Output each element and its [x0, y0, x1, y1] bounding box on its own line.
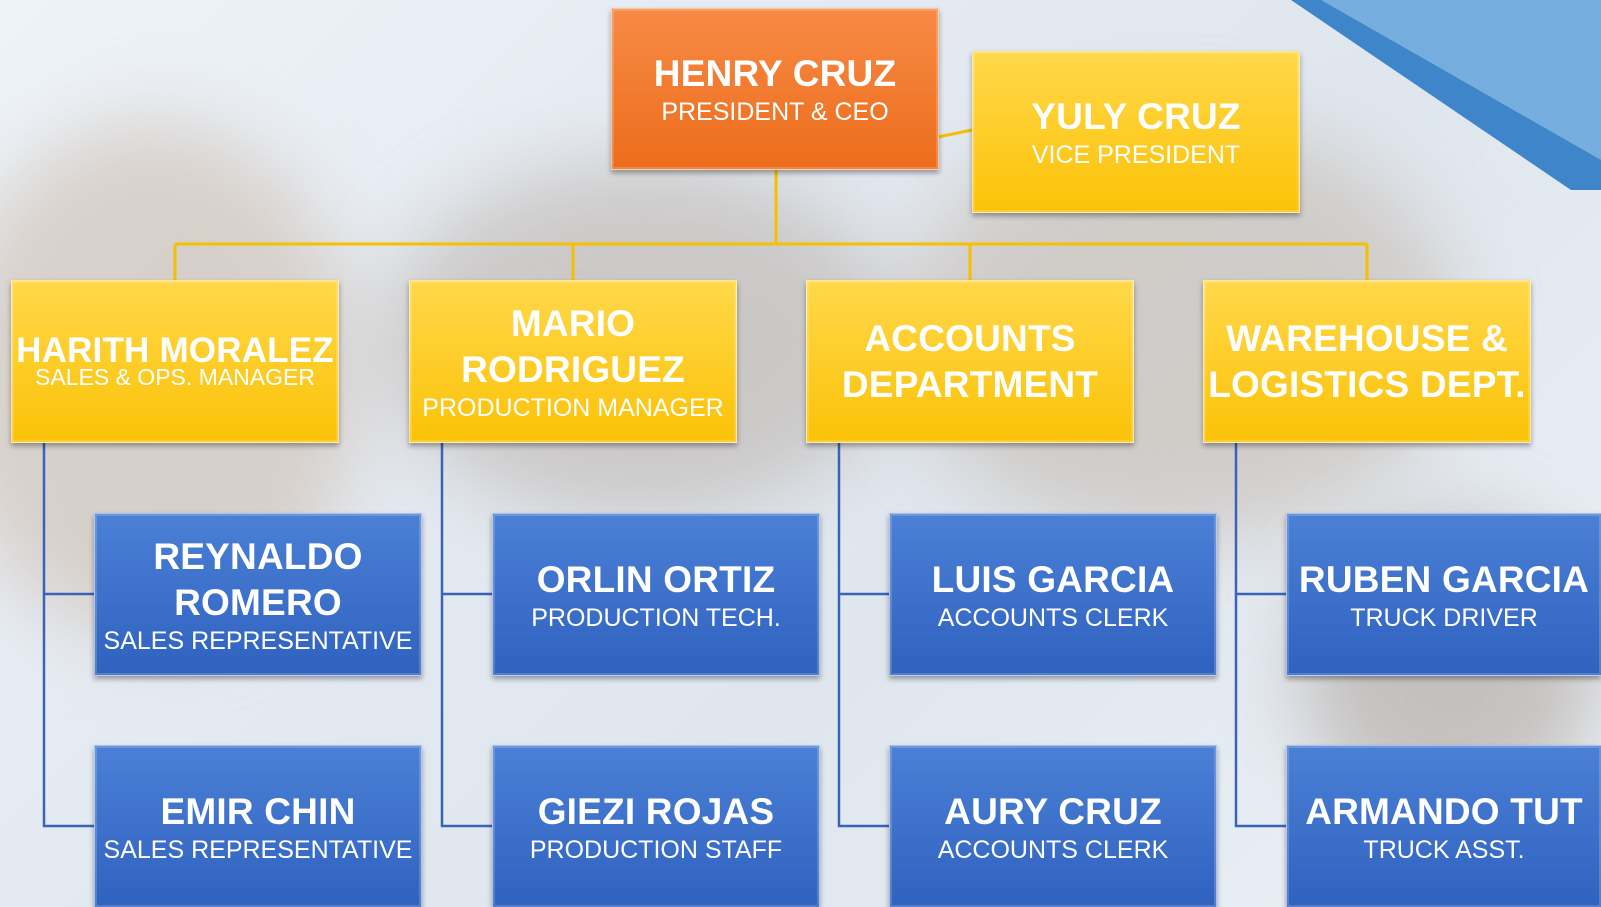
- node-accounts-department: ACCOUNTS DEPARTMENT: [806, 280, 1134, 443]
- node-production-tech: ORLIN ORTIZ PRODUCTION TECH.: [492, 513, 820, 676]
- node-name-line1: REYNALDO: [153, 535, 363, 577]
- node-role: PRODUCTION MANAGER: [422, 393, 724, 422]
- corner-decoration: [1291, 0, 1601, 190]
- node-role: VICE PRESIDENT: [1031, 141, 1241, 169]
- node-name: AURY CRUZ: [944, 790, 1162, 832]
- node-role: ACCOUNTS CLERK: [937, 835, 1169, 864]
- node-sales-ops-manager: HARITH MORALEZ SALES & OPS. MANAGER: [11, 280, 339, 443]
- node-role: PRODUCTION TECH.: [531, 603, 781, 632]
- node-role: PRESIDENT & CEO: [661, 98, 889, 126]
- node-sales-representative-1: REYNALDO ROMERO SALES REPRESENTATIVE: [94, 513, 422, 676]
- node-sales-representative-2: EMIR CHIN SALES REPRESENTATIVE: [94, 745, 422, 907]
- node-name: ARMANDO TUT: [1305, 790, 1583, 832]
- node-role: SALES REPRESENTATIVE: [103, 626, 413, 655]
- node-name: HARITH MORALEZ: [16, 330, 334, 370]
- node-name-line2: ROMERO: [174, 581, 342, 623]
- node-name-line1: WAREHOUSE &: [1226, 317, 1508, 359]
- node-truck-driver: RUBEN GARCIA TRUCK DRIVER: [1286, 513, 1601, 676]
- node-role: TRUCK ASST.: [1363, 835, 1525, 864]
- node-name: HENRY CRUZ: [653, 53, 897, 94]
- node-name: EMIR CHIN: [160, 790, 356, 832]
- node-role: SALES REPRESENTATIVE: [103, 835, 413, 864]
- node-name-line1: ACCOUNTS: [864, 317, 1076, 359]
- node-name-line2: DEPARTMENT: [841, 363, 1099, 405]
- node-truck-assistant: ARMANDO TUT TRUCK ASST.: [1286, 745, 1601, 907]
- node-name-line1: MARIO: [510, 302, 636, 344]
- node-accounts-clerk-1: LUIS GARCIA ACCOUNTS CLERK: [889, 513, 1217, 676]
- node-warehouse-logistics: WAREHOUSE & LOGISTICS DEPT.: [1203, 280, 1531, 443]
- node-production-manager: MARIO RODRIGUEZ PRODUCTION MANAGER: [409, 280, 737, 443]
- staff-connectors: [42, 443, 1286, 828]
- manager-connectors: [173, 128, 1369, 280]
- node-name-line2: RODRIGUEZ: [461, 348, 685, 390]
- node-name: ORLIN ORTIZ: [536, 558, 776, 600]
- node-name: RUBEN GARCIA: [1298, 558, 1590, 600]
- node-name-line2: LOGISTICS DEPT.: [1208, 363, 1526, 405]
- node-production-staff: GIEZI ROJAS PRODUCTION STAFF: [492, 745, 820, 907]
- node-role: ACCOUNTS CLERK: [937, 603, 1169, 632]
- node-name: LUIS GARCIA: [931, 558, 1175, 600]
- node-role: TRUCK DRIVER: [1350, 603, 1538, 632]
- node-role: SALES & OPS. MANAGER: [35, 363, 315, 390]
- node-role: PRODUCTION STAFF: [529, 835, 783, 864]
- node-name: GIEZI ROJAS: [537, 790, 775, 832]
- node-name: YULY CRUZ: [1031, 96, 1241, 137]
- node-accounts-clerk-2: AURY CRUZ ACCOUNTS CLERK: [889, 745, 1217, 907]
- node-president-ceo: HENRY CRUZ PRESIDENT & CEO: [611, 8, 939, 170]
- node-vice-president: YULY CRUZ VICE PRESIDENT: [972, 51, 1300, 213]
